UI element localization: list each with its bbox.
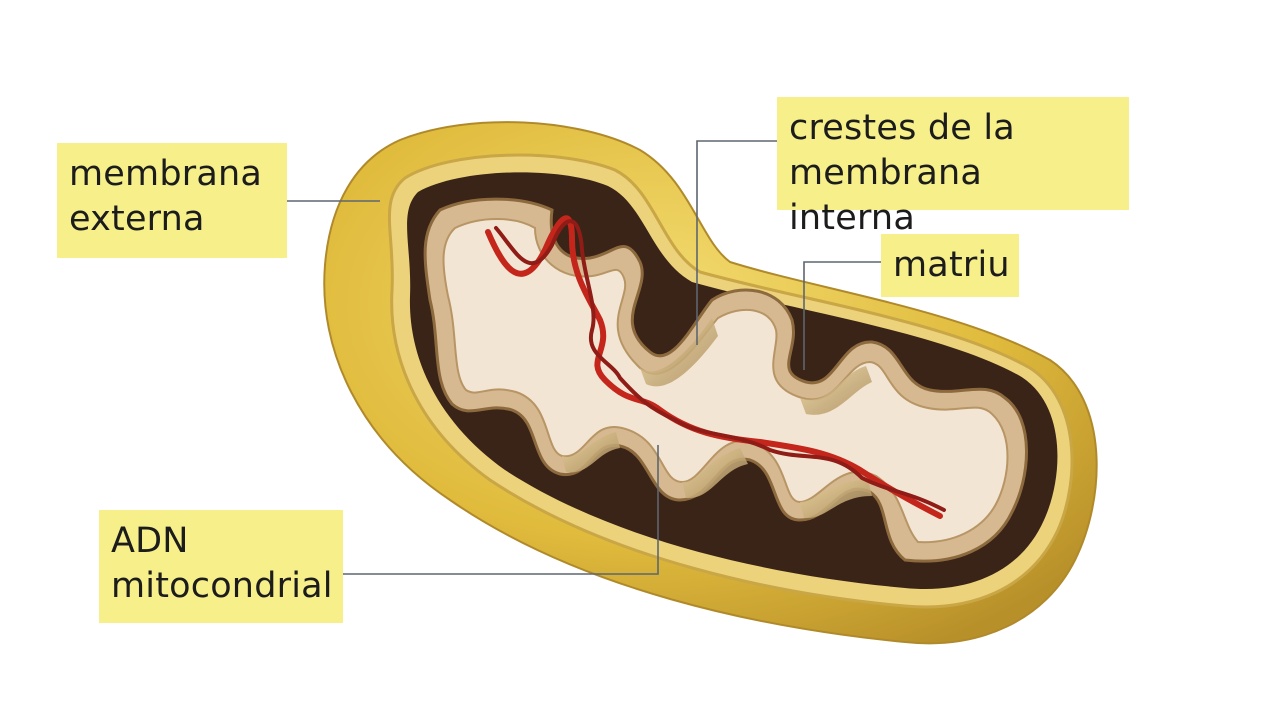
leader-line-cristae (696, 140, 777, 345)
leader-line-mtdna (343, 445, 659, 575)
cristae-walls (562, 318, 872, 519)
matrix (442, 218, 1009, 544)
label-mitochondrial-dna: ADN mitocondrial (99, 510, 343, 623)
label-matrix: matriu (881, 234, 1019, 297)
leader-lines (287, 140, 881, 575)
leader-line-matrix (803, 261, 881, 370)
mitochondrial-dna (485, 215, 946, 519)
label-outer-membrane: membrana externa (57, 143, 287, 258)
label-cristae: crestes de la membrana interna (777, 97, 1129, 238)
